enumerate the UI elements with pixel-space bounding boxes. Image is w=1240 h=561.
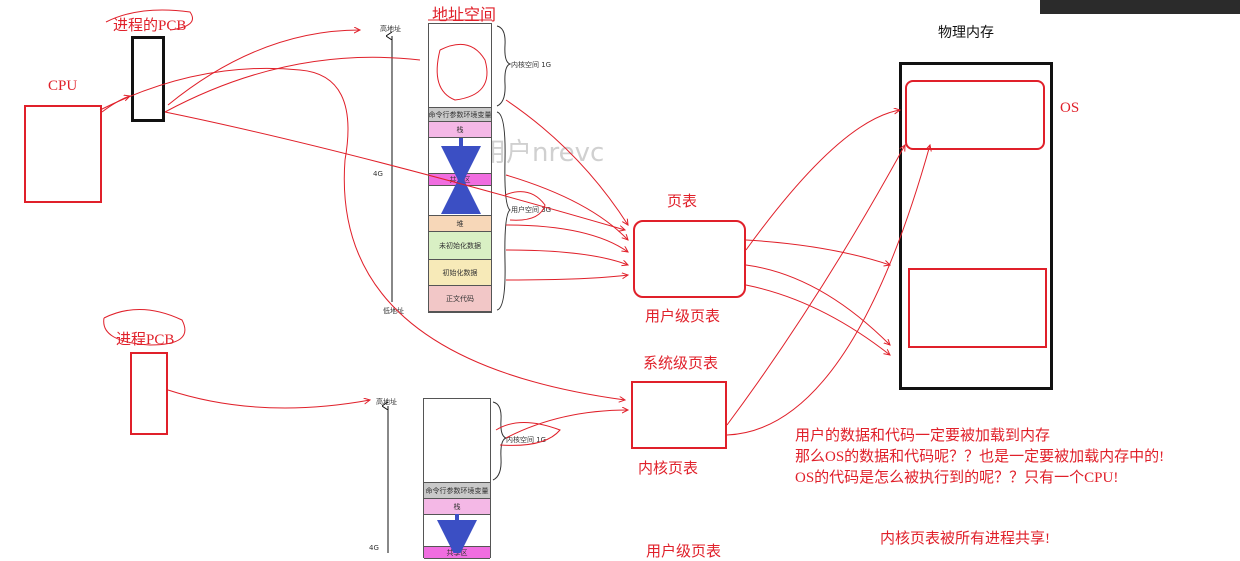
space-to-page-2 — [506, 175, 628, 240]
system-page-to-os — [727, 145, 905, 425]
kernel-brace — [497, 26, 510, 106]
cpu-to-space — [165, 57, 420, 112]
user-brace-circle — [505, 192, 545, 221]
pcb-bottom-to-space — [168, 390, 370, 408]
page-to-memory-1 — [746, 240, 890, 265]
page-to-memory-4 — [746, 110, 900, 250]
bottom-kernel-to-system-page — [506, 410, 628, 438]
cpu-to-page-table — [165, 112, 625, 230]
space-to-page-3 — [506, 225, 628, 252]
pcb-to-space — [168, 30, 360, 105]
space-to-page-1 — [506, 100, 628, 225]
page-to-memory-3 — [746, 285, 890, 355]
bottom-kernel-circle — [496, 423, 560, 446]
system-page-to-os-2 — [727, 145, 930, 435]
pcb-top-loop — [100, 68, 348, 160]
page-to-memory-2 — [746, 265, 890, 345]
pcb-top-circle — [106, 10, 193, 30]
space-to-page-4 — [506, 250, 628, 265]
space-to-page-5 — [506, 275, 628, 280]
space-to-system-page — [344, 160, 625, 400]
kernel-circle — [437, 44, 487, 100]
pcb-bottom-circle — [104, 309, 185, 345]
bottom-kernel-brace — [493, 402, 506, 480]
